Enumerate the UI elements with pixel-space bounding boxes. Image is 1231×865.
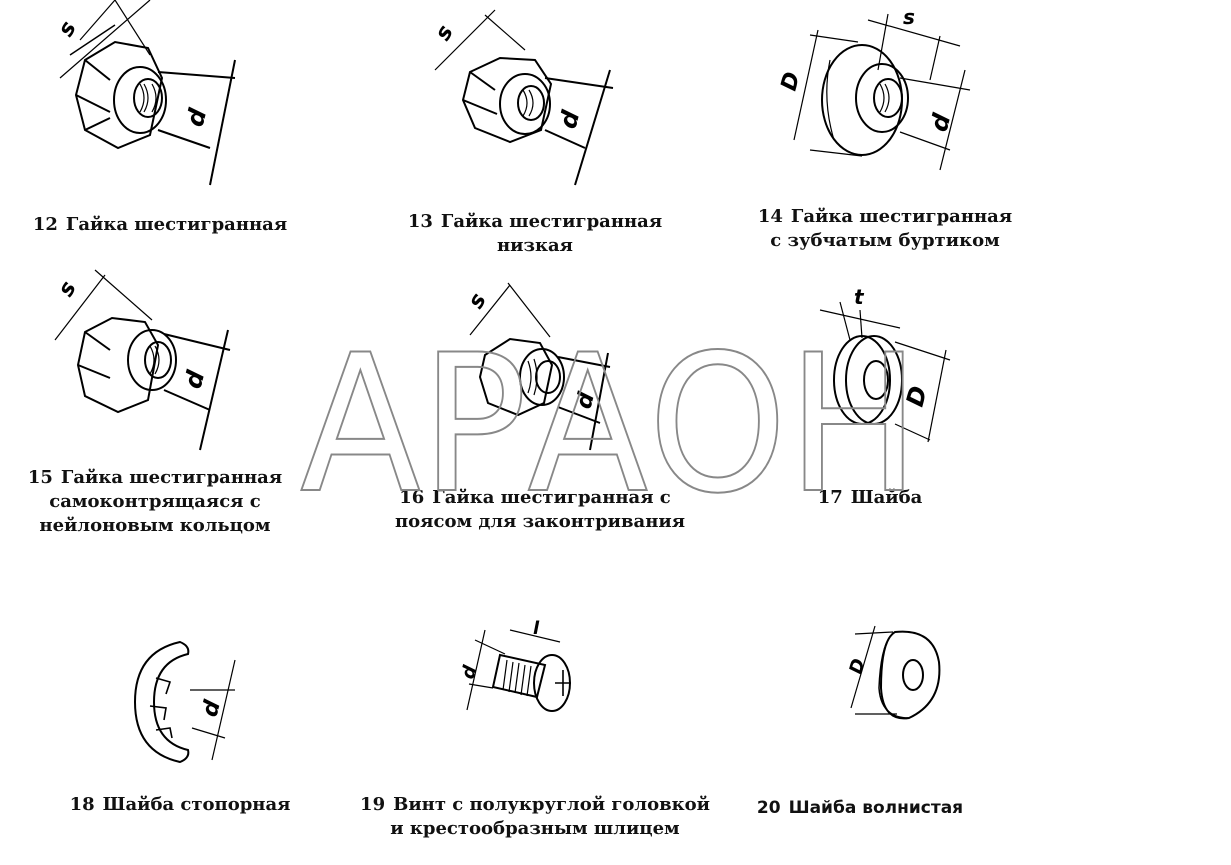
fig-13-dim-s: s bbox=[431, 21, 459, 45]
fig-14-dim-d: d bbox=[925, 110, 957, 135]
fig-19-screw: l d bbox=[458, 618, 571, 712]
fig-12-dim-s: s bbox=[54, 17, 82, 41]
fig-15-dim-s: s bbox=[54, 277, 82, 301]
fig-15-nylon-lock-nut: s d bbox=[54, 269, 231, 451]
fig-14-flange-nut: D s d bbox=[777, 5, 971, 171]
fig-19-dim-l: l bbox=[533, 618, 540, 639]
fig-16-collar-nut: s d bbox=[464, 282, 611, 451]
fig-15-dim-d: d bbox=[179, 367, 211, 392]
fig-17-dim-t: t bbox=[854, 285, 865, 309]
fig-17-dim-D: D bbox=[901, 383, 933, 409]
fig-13-dim-d: d bbox=[554, 107, 586, 132]
fig-12-dim-d: d bbox=[181, 105, 213, 130]
fig-19-dim-d: d bbox=[458, 662, 482, 681]
fig-12-hex-nut: s d bbox=[54, 0, 236, 186]
fig-18-lock-washer: d bbox=[133, 640, 236, 764]
fig-16-dim-s: s bbox=[464, 289, 492, 313]
fig-18-dim-d: d bbox=[198, 698, 226, 720]
fig-20-wave-washer: D bbox=[846, 625, 941, 720]
fig-14-dim-D: D bbox=[777, 69, 806, 93]
fig-20-dim-D: D bbox=[846, 656, 870, 676]
fig-13-hex-nut-low: s d bbox=[431, 9, 614, 186]
fig-16-dim-d: d bbox=[572, 390, 600, 412]
fig-14-dim-s: s bbox=[903, 5, 915, 29]
fig-17-washer: t D bbox=[819, 285, 951, 443]
